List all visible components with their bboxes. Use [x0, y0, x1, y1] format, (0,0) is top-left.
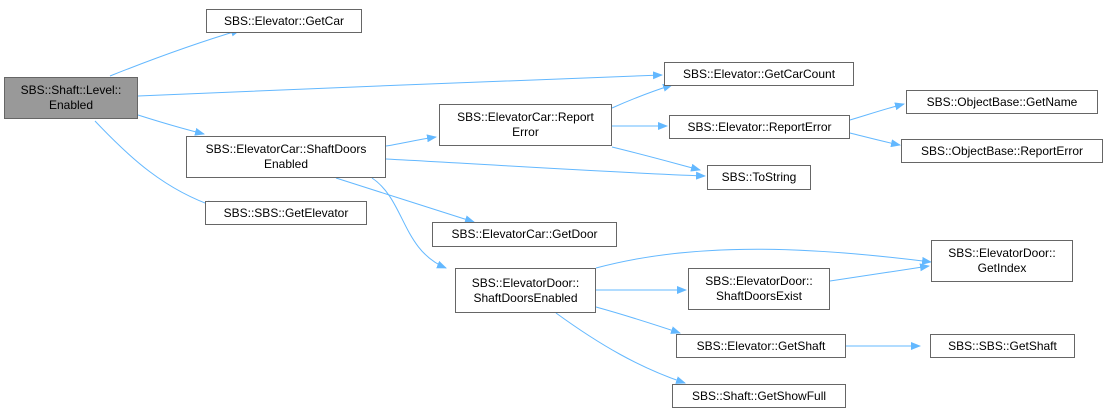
- edge-shaftdoorsexist-to-getindex: [829, 263, 930, 282]
- node-label-line-1: SBS::ElevatorDoor::: [471, 275, 580, 290]
- node-label-line-2: ShaftDoorsExist: [715, 289, 803, 303]
- edge-elevatordoor-to-getindex: [595, 248, 932, 269]
- node-label: SBS::Shaft::GetShowFull: [691, 388, 827, 403]
- node-label: SBS::ToString: [721, 170, 797, 184]
- node-objectbase-getname[interactable]: SBS::ObjectBase::GetName: [906, 90, 1098, 114]
- node-sbs-getelevator[interactable]: SBS::SBS::GetElevator: [205, 201, 367, 225]
- node-label: SBS::Elevator::GetCar: [223, 13, 345, 28]
- edge-elevatordoor-to-getshaft: [595, 306, 681, 334]
- node-label: SBS::Elevator::ReportError: [687, 119, 832, 134]
- edge-shaftdoorsenabled-to-tostring: [385, 158, 706, 180]
- node-shaft-getshowfull[interactable]: SBS::Shaft::GetShowFull: [672, 384, 846, 408]
- node-label: SBS::Elevator::GetShaft: [696, 338, 826, 353]
- node-label-line-1: SBS::ElevatorDoor::: [705, 274, 813, 288]
- node-shaft-level-enabled[interactable]: SBS::Shaft::Level:: Enabled: [4, 77, 138, 119]
- node-elevatorcar-getdoor[interactable]: SBS::ElevatorCar::GetDoor: [432, 222, 617, 247]
- node-label-line-2: Enabled: [48, 98, 94, 112]
- edge-elevatordoor-to-getshowfull: [555, 312, 686, 384]
- node-sbs-getshaft[interactable]: SBS::SBS::GetShaft: [930, 334, 1075, 358]
- node-objectbase-reporterror[interactable]: SBS::ObjectBase::ReportError: [901, 139, 1103, 163]
- node-label: SBS::SBS::GetElevator: [223, 205, 349, 220]
- edge-shaftdoorsenabled-to-getdoor: [335, 177, 475, 224]
- node-label: SBS::ObjectBase::GetName: [926, 94, 1078, 109]
- node-tostring[interactable]: SBS::ToString: [707, 165, 811, 190]
- node-label-line-2: GetIndex: [977, 261, 1027, 275]
- edge-root-to-getelevator: [94, 120, 217, 208]
- node-elevator-getshaft[interactable]: SBS::Elevator::GetShaft: [676, 334, 846, 358]
- node-elevatordoor-shaftdoorsenabled[interactable]: SBS::ElevatorDoor:: ShaftDoorsEnabled: [455, 268, 596, 313]
- node-label-line-1: SBS::ElevatorDoor::: [948, 246, 1056, 260]
- node-label: SBS::SBS::GetShaft: [948, 338, 1057, 353]
- node-elevator-reporterror[interactable]: SBS::Elevator::ReportError: [669, 115, 850, 139]
- node-label-line-2: ShaftDoorsEnabled: [473, 290, 578, 305]
- edge-elevator-reporterror-to-getname: [849, 102, 905, 121]
- node-label-line-2: Error: [512, 125, 539, 139]
- node-elevatordoor-getindex[interactable]: SBS::ElevatorDoor:: GetIndex: [931, 240, 1073, 282]
- edge-shaftdoorsenabled-to-reporterror: [385, 134, 437, 147]
- edge-reporterror-to-tostring: [611, 146, 701, 172]
- node-label-line-1: SBS::ElevatorCar::ShaftDoors: [205, 142, 367, 156]
- node-label-line-2: Enabled: [263, 157, 309, 171]
- edge-elevator-reporterror-to-objectbase-reporterror: [849, 132, 901, 148]
- node-elevatordoor-shaftdoorsexist[interactable]: SBS::ElevatorDoor:: ShaftDoorsExist: [688, 268, 830, 310]
- node-label-line-1: SBS::Shaft::Level::: [20, 83, 122, 97]
- edge-root-to-getcar: [109, 28, 241, 77]
- node-elevatorcar-reporterror[interactable]: SBS::ElevatorCar::Report Error: [439, 104, 612, 146]
- node-label-line-1: SBS::ElevatorCar::Report: [457, 110, 594, 124]
- node-label: SBS::Elevator::GetCarCount: [682, 66, 836, 81]
- edge-root-to-getcarcount: [137, 71, 663, 97]
- edge-root-to-shaftdoorsenabled: [137, 114, 205, 136]
- edge-shaftdoorsenabled-to-elevatordoor: [371, 177, 447, 269]
- node-label: SBS::ObjectBase::ReportError: [920, 143, 1084, 158]
- edge-reporterror-to-getcarcount: [611, 83, 673, 109]
- node-elevatorcar-shaftdoorsenabled[interactable]: SBS::ElevatorCar::ShaftDoors Enabled: [186, 136, 386, 178]
- node-elevator-getcarcount[interactable]: SBS::Elevator::GetCarCount: [664, 62, 854, 86]
- node-label: SBS::ElevatorCar::GetDoor: [451, 227, 598, 241]
- node-elevator-getcar[interactable]: SBS::Elevator::GetCar: [206, 9, 362, 33]
